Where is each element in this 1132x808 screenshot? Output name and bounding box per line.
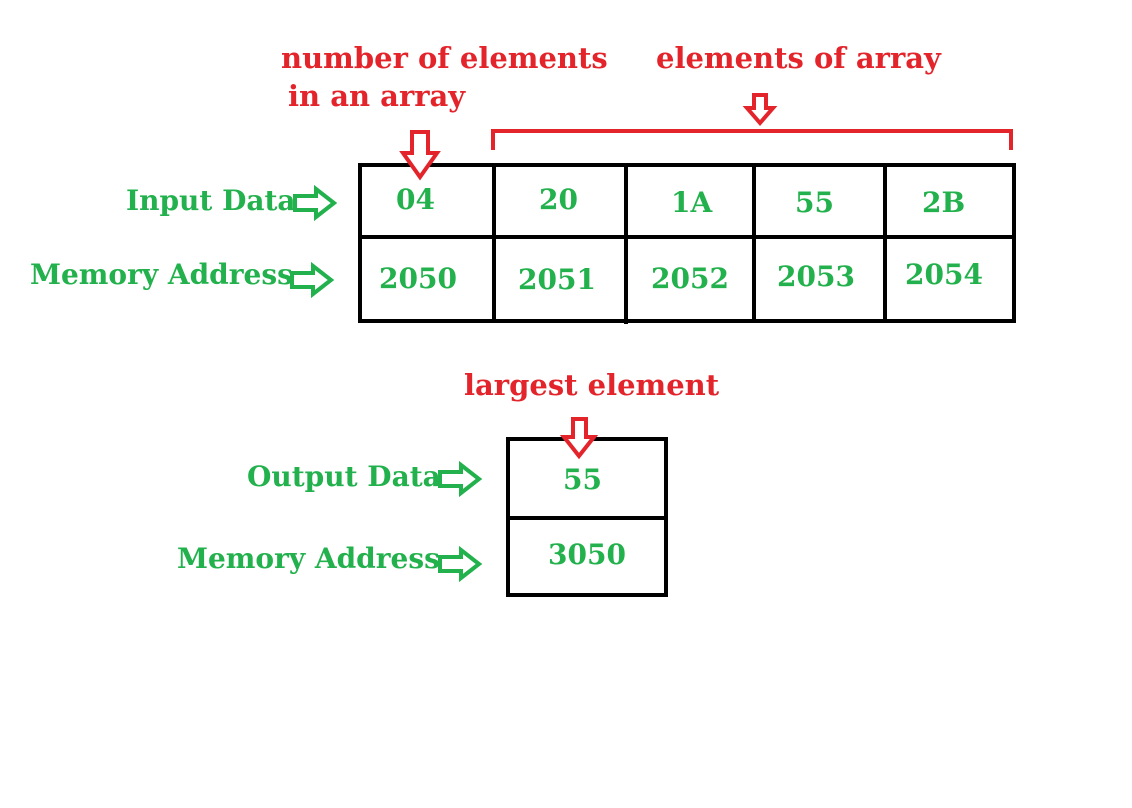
input-address-cell: 2052 — [651, 262, 729, 295]
input-data-cell: 2B — [922, 186, 966, 219]
input-address-cell: 2054 — [905, 258, 983, 291]
count-annotation-line1: number of elements — [281, 41, 608, 75]
arrow-right-icon — [293, 184, 338, 222]
arrow-right-icon — [438, 460, 483, 498]
input-data-cell: 04 — [396, 183, 435, 216]
arrow-down-icon — [559, 417, 599, 460]
largest-annotation: largest element — [464, 368, 720, 402]
arrow-right-icon — [438, 545, 483, 583]
array-elements-bracket — [491, 129, 1013, 150]
input-table-grid — [358, 163, 1016, 324]
count-annotation-line2: in an array — [288, 79, 466, 113]
input-address-label: Memory Address — [30, 258, 293, 291]
input-data-cell: 55 — [795, 186, 834, 219]
input-data-label: Input Data — [126, 184, 296, 217]
input-data-cell: 1A — [671, 186, 713, 219]
output-address-cell: 3050 — [548, 538, 626, 571]
input-address-cell: 2051 — [518, 263, 596, 296]
input-address-cell: 2053 — [777, 260, 855, 293]
elements-annotation: elements of array — [656, 41, 941, 75]
input-data-cell: 20 — [539, 183, 578, 216]
arrow-down-icon — [742, 93, 778, 127]
output-data-cell: 55 — [563, 463, 602, 496]
output-address-label: Memory Address — [177, 542, 440, 575]
output-data-label: Output Data — [247, 460, 441, 493]
arrow-right-icon — [290, 261, 335, 299]
arrow-down-icon — [399, 130, 441, 181]
input-address-cell: 2050 — [379, 262, 457, 295]
